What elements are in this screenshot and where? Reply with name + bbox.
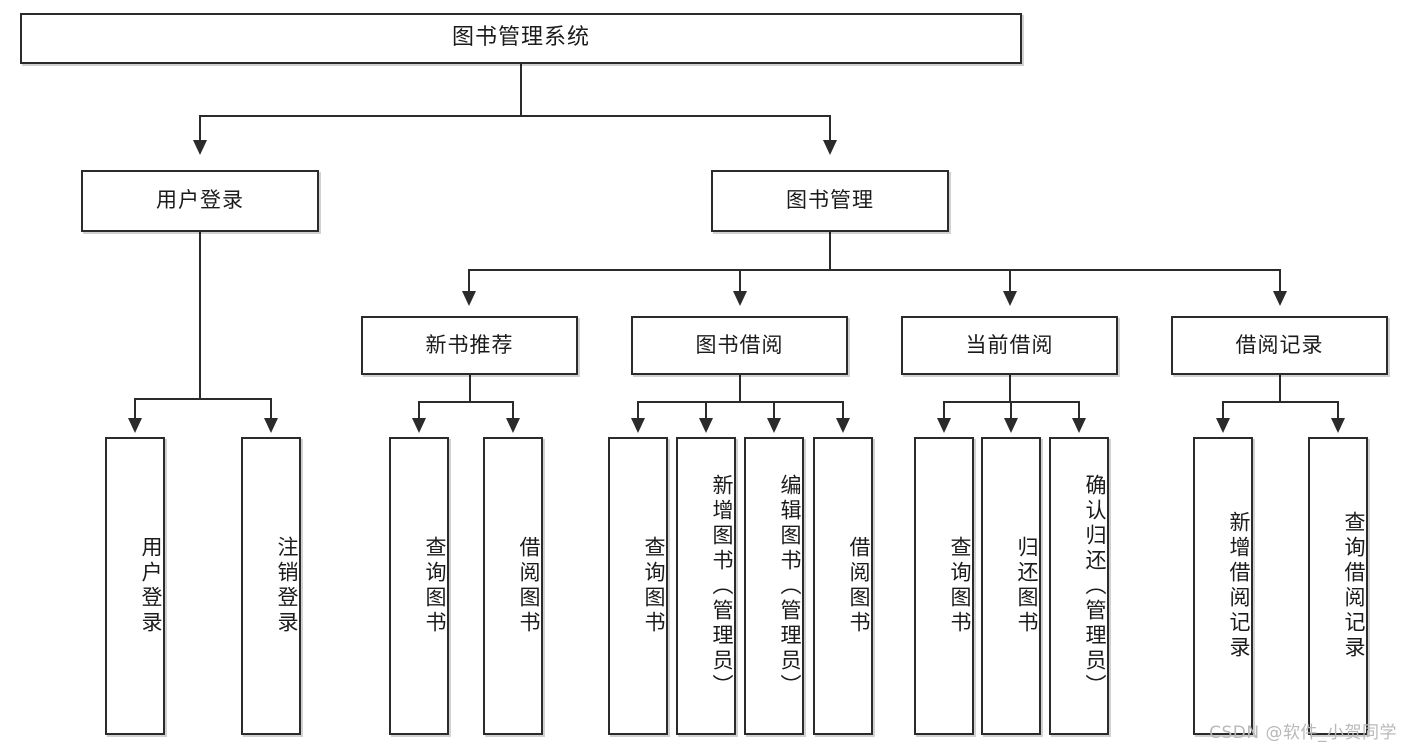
connector-cb-to-leaf-2 <box>1078 401 1080 420</box>
node-label: 确认归还（管理员） <box>1083 473 1107 699</box>
node-label: 编辑图书（管理员） <box>778 473 802 699</box>
connector-br-to-leaf-1 <box>1337 401 1339 420</box>
node-user-login[interactable]: 用户登录 <box>81 170 319 232</box>
connector-book-manage-bus <box>468 269 1280 271</box>
connector-bm-to-book-borrow <box>739 269 741 293</box>
node-label: 查询图书 <box>642 536 666 636</box>
leaf-book-borrow-0[interactable]: 查询图书 <box>608 437 668 735</box>
leaf-new-book-recommend-0[interactable]: 查询图书 <box>389 437 449 735</box>
connector-user-login-bus <box>134 398 271 400</box>
leaf-user-login-1[interactable]: 注销登录 <box>241 437 301 735</box>
node-current-borrow[interactable]: 当前借阅 <box>901 316 1118 375</box>
node-label: 图书借阅 <box>695 332 784 357</box>
node-label: 归还图书 <box>1015 536 1039 636</box>
leaf-current-borrow-0[interactable]: 查询图书 <box>914 437 974 735</box>
connector-bb-bus <box>637 401 844 403</box>
leaf-borrow-record-0[interactable]: 新增借阅记录 <box>1193 437 1253 735</box>
node-label: 查询图书 <box>948 536 972 636</box>
leaf-book-borrow-1[interactable]: 新增图书（管理员） <box>676 437 736 735</box>
arrow-root-to-user-login <box>193 140 207 155</box>
arrow-cb-to-leaf-0 <box>937 418 951 433</box>
node-label: 新书推荐 <box>425 332 514 357</box>
connector-root-to-user-login <box>199 115 201 142</box>
leaf-borrow-record-1[interactable]: 查询借阅记录 <box>1308 437 1368 735</box>
node-label: 新增借阅记录 <box>1227 511 1251 661</box>
connector-nbr-bus <box>418 401 513 403</box>
arrow-br-to-leaf-1 <box>1331 418 1345 433</box>
arrow-bm-to-current-borrow <box>1003 291 1017 306</box>
leaf-new-book-recommend-1[interactable]: 借阅图书 <box>483 437 543 735</box>
arrow-cb-to-leaf-1 <box>1004 418 1018 433</box>
leaf-book-borrow-2[interactable]: 编辑图书（管理员） <box>744 437 804 735</box>
arrow-bb-to-leaf-0 <box>631 418 645 433</box>
node-label: 当前借阅 <box>965 332 1054 357</box>
connector-root-to-book-manage <box>829 115 831 142</box>
connector-cb-stem <box>1009 375 1011 403</box>
connector-book-manage-stem <box>829 232 831 271</box>
node-label: 查询借阅记录 <box>1342 511 1366 661</box>
connector-cb-to-leaf-1 <box>1010 401 1012 420</box>
node-label: 新增图书（管理员） <box>710 473 734 699</box>
connector-user-login-to-leaf-1 <box>270 398 272 420</box>
arrow-root-to-book-manage <box>823 140 837 155</box>
arrow-nbr-to-leaf-1 <box>506 418 520 433</box>
connector-root-bus <box>199 115 831 117</box>
connector-nbr-stem <box>469 375 471 403</box>
node-label: 借阅图书 <box>847 536 871 636</box>
arrow-br-to-leaf-0 <box>1216 418 1230 433</box>
node-borrow-record[interactable]: 借阅记录 <box>1171 316 1388 375</box>
node-book-borrow[interactable]: 图书借阅 <box>631 316 848 375</box>
connector-cb-to-leaf-0 <box>943 401 945 420</box>
node-label: 查询图书 <box>423 536 447 636</box>
connector-nbr-to-leaf-0 <box>418 401 420 420</box>
node-label: 图书管理 <box>786 188 874 213</box>
node-label: 用户登录 <box>156 188 244 213</box>
connector-user-login-to-leaf-0 <box>134 398 136 420</box>
node-label: 借阅记录 <box>1235 332 1324 357</box>
arrow-user-login-to-leaf-0 <box>128 418 142 433</box>
leaf-user-login-0[interactable]: 用户登录 <box>105 437 165 735</box>
connector-nbr-to-leaf-1 <box>512 401 514 420</box>
connector-bm-to-current-borrow <box>1009 269 1011 293</box>
arrow-user-login-to-leaf-1 <box>264 418 278 433</box>
node-label: 注销登录 <box>275 536 299 636</box>
connector-bm-to-borrow-record <box>1279 269 1281 293</box>
arrow-cb-to-leaf-2 <box>1072 418 1086 433</box>
connector-bb-to-leaf-0 <box>637 401 639 420</box>
connector-bb-to-leaf-3 <box>842 401 844 420</box>
node-label: 借阅图书 <box>517 536 541 636</box>
arrow-bb-to-leaf-3 <box>836 418 850 433</box>
node-root-library-system[interactable]: 图书管理系统 <box>20 13 1022 64</box>
arrow-bb-to-leaf-2 <box>767 418 781 433</box>
node-book-management[interactable]: 图书管理 <box>711 170 949 232</box>
arrow-bm-to-borrow-record <box>1273 291 1287 306</box>
leaf-book-borrow-3[interactable]: 借阅图书 <box>813 437 873 735</box>
arrow-bm-to-book-borrow <box>733 291 747 306</box>
node-label: 图书管理系统 <box>451 25 590 51</box>
arrow-nbr-to-leaf-0 <box>412 418 426 433</box>
connector-bb-stem <box>739 375 741 403</box>
node-label: 用户登录 <box>139 536 163 636</box>
connector-br-stem <box>1279 375 1281 403</box>
arrow-bm-to-new-book <box>462 291 476 306</box>
connector-root-stem <box>520 64 522 115</box>
node-new-book-recommend[interactable]: 新书推荐 <box>361 316 578 375</box>
connector-bb-to-leaf-2 <box>773 401 775 420</box>
connector-br-to-leaf-0 <box>1222 401 1224 420</box>
connector-bm-to-new-book <box>468 269 470 293</box>
connector-user-login-stem <box>199 232 201 400</box>
connector-br-bus <box>1222 401 1338 403</box>
leaf-current-borrow-1[interactable]: 归还图书 <box>981 437 1041 735</box>
leaf-current-borrow-2[interactable]: 确认归还（管理员） <box>1049 437 1109 735</box>
arrow-bb-to-leaf-1 <box>699 418 713 433</box>
connector-bb-to-leaf-1 <box>705 401 707 420</box>
